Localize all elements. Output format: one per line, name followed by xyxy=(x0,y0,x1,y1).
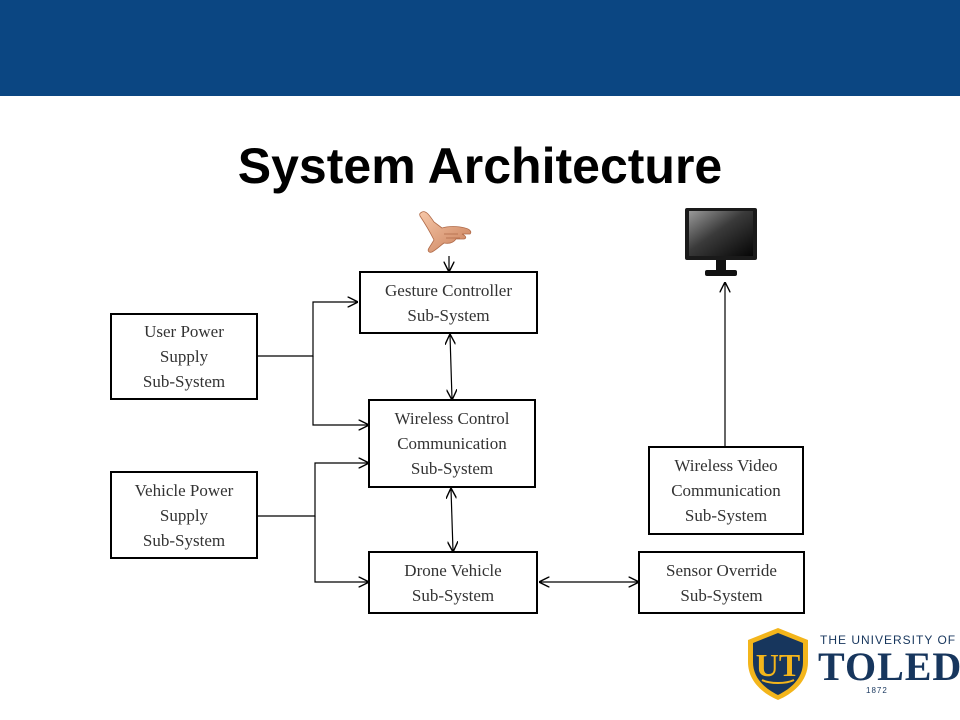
slide-title: System Architecture xyxy=(237,138,723,194)
node-line: Sub-System xyxy=(407,305,490,325)
node-line: Sub-System xyxy=(680,585,763,605)
node-line: Sub-System xyxy=(684,506,768,525)
logo-university-line: THE UNIVERSITY OF xyxy=(820,633,957,647)
header-band xyxy=(0,0,960,96)
node-line: Gesture Controller xyxy=(385,280,512,300)
node-line: Communication xyxy=(397,434,507,453)
node-drone-vehicle: Drone Vehicle Sub-System xyxy=(368,551,538,614)
edge-wireless-drone xyxy=(451,489,453,551)
node-line: Sensor Override xyxy=(666,560,777,580)
hand-icon xyxy=(419,211,472,253)
logo-toledo-wordmark: TOLEDO xyxy=(818,644,960,689)
node-line: Supply xyxy=(159,347,209,366)
monitor-icon xyxy=(685,208,757,276)
logo-monogram: UT xyxy=(756,647,800,683)
node-gesture-controller: Gesture Controller Sub-System xyxy=(359,271,538,334)
node-line: Drone Vehicle xyxy=(404,560,502,580)
node-line: Sub-System xyxy=(410,459,494,478)
node-line: User Power xyxy=(144,322,224,341)
node-line: Wireless Video xyxy=(674,456,778,475)
node-line: Sub-System xyxy=(142,372,226,391)
node-line: Sub-System xyxy=(142,530,226,550)
node-line: Wireless Control xyxy=(394,409,510,428)
edge-gesture-wireless xyxy=(450,335,452,399)
edge-user-power-to-wireless xyxy=(312,356,368,425)
node-line: Communication xyxy=(671,481,781,500)
node-line: Supply xyxy=(159,505,209,525)
node-wireless-video: Wireless Video Communication Sub-System xyxy=(648,446,804,535)
node-wireless-control: Wireless Control Communication Sub-Syste… xyxy=(368,399,536,488)
edge-user-power-to-gesture xyxy=(258,302,357,357)
node-sensor-override: Sensor Override Sub-System xyxy=(638,551,805,614)
node-user-power: User Power Supply Sub-System xyxy=(110,313,258,400)
ut-shield-logo: UT xyxy=(748,628,808,700)
node-vehicle-power: Vehicle Power Supply Sub-System xyxy=(110,471,258,559)
node-line: Sub-System xyxy=(411,585,495,605)
logo-founding-year: 1872 xyxy=(866,686,888,695)
edge-vehicle-power-to-wireless xyxy=(258,463,368,517)
node-line: Vehicle Power xyxy=(134,480,234,500)
edge-vehicle-power-to-drone xyxy=(314,516,368,582)
